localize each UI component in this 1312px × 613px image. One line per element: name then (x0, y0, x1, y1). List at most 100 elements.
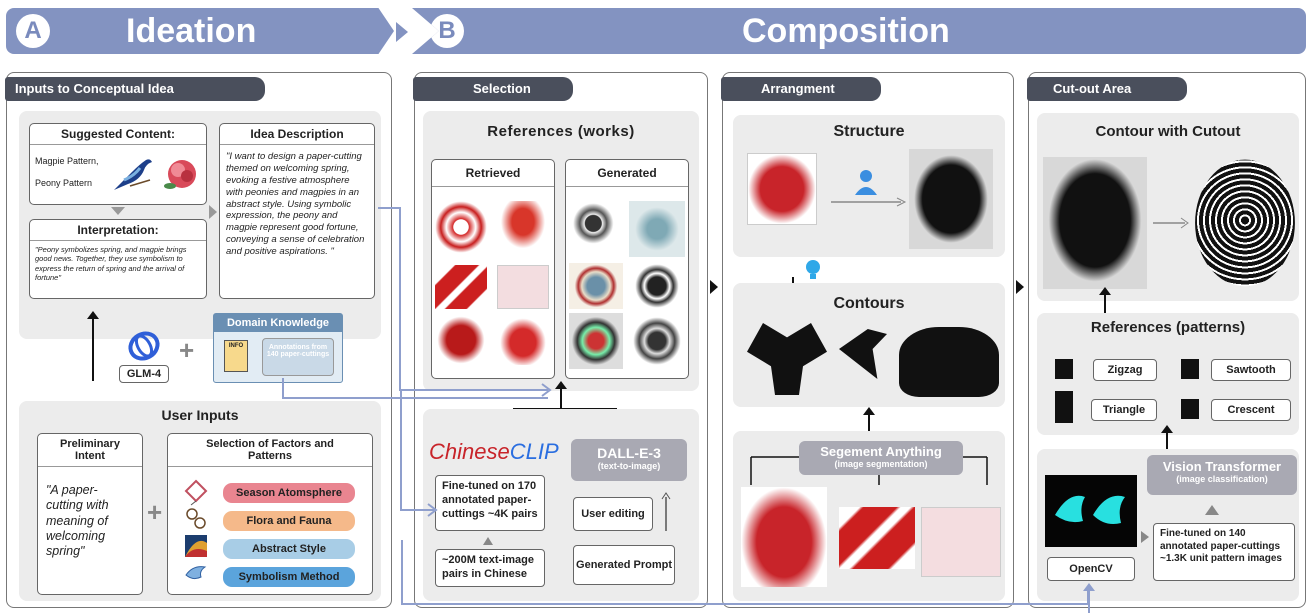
up-triangle-icon (1205, 505, 1219, 515)
factor-flora[interactable]: Flora and Fauna (223, 511, 355, 531)
generated-thumb[interactable] (629, 313, 685, 369)
segment-pink-pattern (921, 507, 1001, 577)
generated-thumb[interactable] (569, 313, 623, 369)
dalle-title: DALL-E-3 (597, 445, 661, 461)
generated-thumb[interactable] (569, 201, 623, 257)
domain-knowledge-box: Domain Knowledge INFO Annotations from 1… (213, 313, 343, 383)
dalle-box: DALL-E-3 (text-to-image) (571, 439, 687, 481)
up-arrow-icon (555, 381, 567, 411)
contour-silhouette (899, 327, 999, 397)
structure-title: Structure (833, 123, 905, 140)
plus-sign-2: + (147, 497, 163, 527)
abstract-icon (185, 535, 207, 557)
segment-box: Segement Anything (image segmentation) (799, 441, 963, 475)
cyan-birds-image (1045, 475, 1137, 547)
generated-thumb[interactable] (569, 263, 623, 309)
pattern-zigzag[interactable]: Zigzag (1093, 359, 1157, 381)
suggested-content-title: Suggested Content: (30, 124, 206, 145)
generated-thumb[interactable] (629, 263, 685, 309)
annotations-note: Annotations from 140 paper-cuttings (262, 338, 334, 376)
generated-prompt-button[interactable]: Generated Prompt (573, 545, 675, 585)
user-icon (855, 170, 877, 195)
ideation-title: Ideation (126, 12, 257, 50)
info-icon: INFO (224, 340, 248, 372)
finetuned-clip-note: Fine-tuned on 170 annotated paper-cuttin… (435, 475, 545, 531)
clip-text: CLIP (509, 439, 559, 464)
flow-arrow-icon (1016, 280, 1024, 294)
cutout-arrow-icon (1153, 217, 1189, 229)
retrieved-thumb[interactable] (435, 315, 487, 365)
vit-title: Vision Transformer (1162, 459, 1282, 474)
up-triangle-icon (483, 537, 493, 545)
structure-silhouette (909, 149, 993, 249)
preliminary-intent-title: Preliminary Intent (38, 434, 142, 467)
zigzag-thumb (1055, 359, 1073, 379)
selection-panel: Selection References (works) Retrieved G… (413, 72, 708, 608)
up-arrow-thin-icon (661, 492, 671, 531)
pattern-sawtooth[interactable]: Sawtooth (1211, 359, 1291, 381)
user-editing-button[interactable]: User editing (573, 497, 653, 531)
right-arrow-icon (209, 205, 217, 219)
contour-cutout-title: Contour with Cutout (1095, 123, 1241, 140)
bulb-icon (806, 260, 820, 279)
interpretation-card: Interpretation: "Peony symbolizes spring… (29, 219, 207, 299)
chinese-text: Chinese (429, 439, 510, 464)
sawtooth-thumb (1181, 359, 1199, 379)
segment-title: Segement Anything (820, 444, 942, 459)
segment-red-tree (741, 487, 827, 587)
cutout-tab: Cut-out Area (1027, 77, 1187, 101)
triangle-thumb (1055, 391, 1073, 423)
retrieved-thumb[interactable] (497, 201, 549, 253)
vit-sub: (image classification) (1176, 474, 1268, 484)
chinese-clip-logo: ChineseCLIP (429, 439, 559, 465)
interpretation-title: Interpretation: (30, 220, 206, 241)
suggested-content-card: Suggested Content: Magpie Pattern, Peony… (29, 123, 207, 205)
interpretation-text: "Peony symbolizes spring, and magpie bri… (35, 245, 187, 283)
suggested-item: Magpie Pattern, (35, 156, 99, 166)
right-arrow-icon (1141, 531, 1149, 543)
inputs-tab: Inputs to Conceptual Idea (5, 77, 265, 101)
flow-arrow-icon (710, 280, 718, 294)
domain-knowledge-title: Domain Knowledge (214, 314, 342, 332)
segment-red-birds (839, 507, 915, 569)
arrangement-panel: Arrangment Structure Contours Segement A… (721, 72, 1014, 608)
contour-silhouette-large (1043, 157, 1147, 289)
segment-sub: (image segmentation) (834, 459, 928, 469)
vit-box: Vision Transformer (image classification… (1147, 455, 1297, 495)
user-inputs-title: User Inputs (161, 407, 239, 423)
retrieved-thumb[interactable] (497, 265, 549, 309)
structure-arrow-icon (831, 197, 907, 207)
cutout-panel: Cut-out Area Contour with Cutout Referen… (1027, 72, 1306, 613)
opencv-button[interactable]: OpenCV (1047, 557, 1135, 581)
arrangement-tab: Arrangment (721, 77, 881, 101)
references-patterns-title: References (patterns) (1090, 319, 1246, 336)
structure-red-cutting (747, 153, 817, 225)
idea-description-text: "I want to design a paper-cutting themed… (226, 151, 365, 257)
section-a-badge: A (16, 14, 50, 48)
generated-thumb[interactable] (629, 201, 685, 257)
dalle-sub: (text-to-image) (597, 461, 661, 471)
pattern-triangle[interactable]: Triangle (1091, 399, 1157, 421)
factor-symbolism[interactable]: Symbolism Method (223, 567, 355, 587)
retrieved-thumb[interactable] (435, 201, 487, 253)
pattern-crescent[interactable]: Crescent (1211, 399, 1291, 421)
generated-title: Generated (566, 160, 688, 187)
glm-label: GLM-4 (119, 365, 169, 383)
bird-icon (185, 566, 207, 580)
segment-bracket (750, 456, 988, 485)
retrieved-thumb[interactable] (435, 265, 487, 309)
info-label: INFO (228, 343, 244, 349)
up-arrow-icon (87, 311, 99, 381)
cutout-pattern-large (1195, 159, 1295, 287)
idea-description-title: Idea Description (220, 124, 374, 145)
down-arrow-icon (111, 207, 125, 215)
vit-finetuned-note: Fine-tuned on 140 annotated paper-cuttin… (1153, 523, 1295, 581)
retrieved-title: Retrieved (432, 160, 554, 187)
inputs-panel: Inputs to Conceptual Idea Suggested Cont… (5, 72, 392, 608)
factor-abstract[interactable]: Abstract Style (223, 539, 355, 559)
retrieved-thumb[interactable] (497, 315, 549, 365)
flower-icon (186, 508, 206, 529)
factor-season[interactable]: Season Atomsphere (223, 483, 355, 503)
glm-logo-icon (128, 331, 160, 361)
